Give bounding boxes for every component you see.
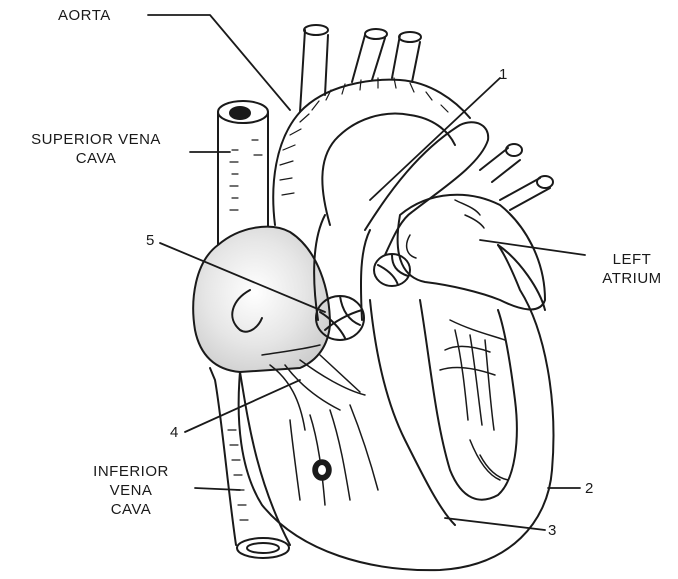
mitral-valve: [440, 320, 508, 480]
label-left-atrium: LEFT ATRIUM: [592, 250, 672, 288]
label-left-atrium-line2: ATRIUM: [592, 269, 672, 288]
label-superior-vena-cava: SUPERIOR VENA CAVA: [6, 130, 186, 168]
left-atrium-chamber: [398, 195, 545, 310]
right-atrium: [193, 227, 330, 372]
number-3: 3: [548, 522, 556, 540]
label-inferior-vena-cava-line3: CAVA: [78, 500, 184, 519]
label-aorta: AORTA: [58, 6, 111, 25]
leader-3: [445, 518, 545, 530]
number-1: 1: [499, 66, 507, 84]
inferior-vena-cava: [210, 368, 290, 558]
label-superior-vena-cava-line1: SUPERIOR VENA: [6, 130, 186, 149]
leader-inferior-vena-cava: [195, 488, 240, 490]
label-inferior-vena-cava-line1: INFERIOR: [78, 462, 184, 481]
leader-1: [370, 78, 500, 200]
aortic-arch: [273, 25, 470, 225]
number-2: 2: [585, 480, 593, 498]
number-5: 5: [146, 232, 154, 250]
label-inferior-vena-cava: INFERIOR VENA CAVA: [78, 462, 184, 519]
number-4: 4: [170, 424, 178, 442]
pulmonary-trunk: [365, 122, 488, 255]
label-left-atrium-line1: LEFT: [592, 250, 672, 269]
leader-left-atrium: [480, 240, 585, 255]
label-superior-vena-cava-line2: CAVA: [6, 149, 186, 168]
left-ventricle-inner: [420, 300, 517, 500]
leader-aorta: [148, 15, 290, 110]
label-inferior-vena-cava-line2: VENA: [78, 481, 184, 500]
superior-vena-cava: [218, 101, 268, 245]
interventricular-septum: [370, 300, 455, 525]
